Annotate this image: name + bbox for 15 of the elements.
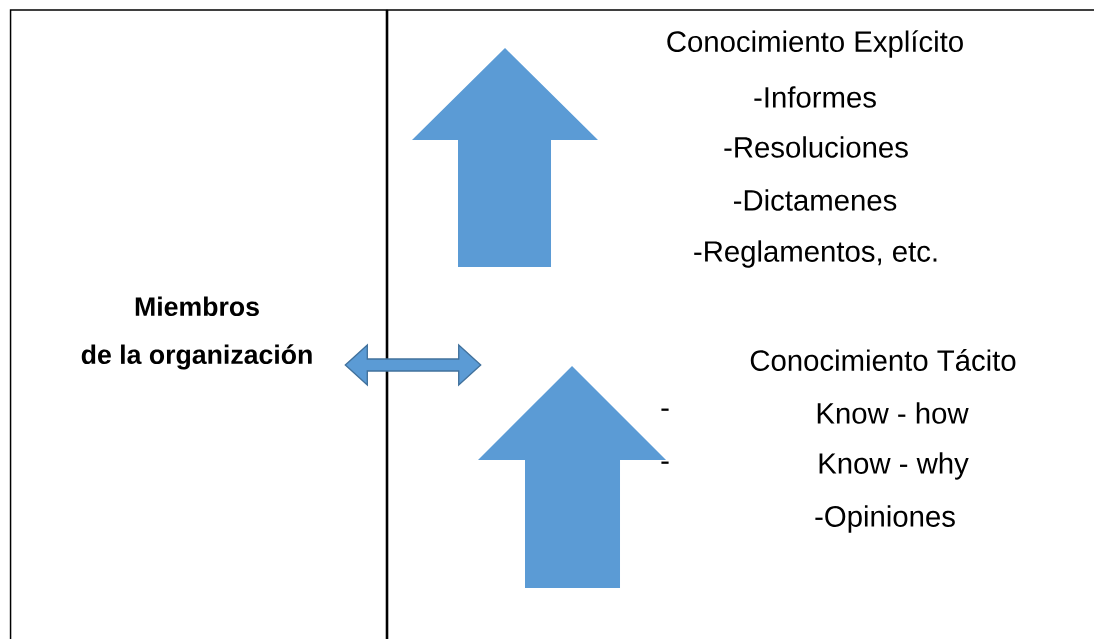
list-item: -Dictamenes <box>734 189 897 211</box>
dash: - <box>661 461 669 464</box>
list-item: -Informes <box>754 86 876 108</box>
list-item: -Resoluciones <box>724 136 908 158</box>
list-heading: Conocimiento Tácito <box>750 349 1016 371</box>
list-item: Know - why <box>819 452 969 480</box>
table-cell <box>386 9 1094 639</box>
list-item: -Reglamentos, etc. <box>694 240 937 268</box>
list-heading: Conocimiento Explícito <box>667 30 963 58</box>
double-arrow <box>344 343 482 387</box>
list-item: -Opiniones <box>815 505 955 533</box>
dash: - <box>661 408 669 411</box>
list-item: Know - how <box>817 402 969 424</box>
member-label: Miembros de la organización <box>81 296 312 370</box>
table-cell <box>9 9 388 639</box>
